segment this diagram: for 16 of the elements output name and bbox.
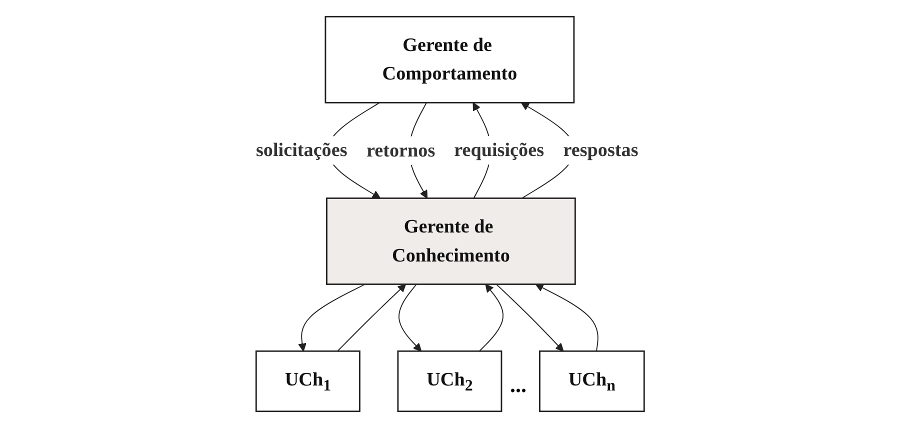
node-box: UCh$_{1}$ (256, 350, 361, 412)
edge-label: retornos (366, 140, 436, 162)
node-box: UCh$_{2}$ (398, 350, 503, 412)
ellipsis-text: ... (510, 372, 526, 397)
edge-label: respostas (564, 140, 639, 161)
arrow (298, 284, 366, 352)
node-box: UCh$_{n}$ (539, 350, 646, 412)
arrow (338, 284, 407, 352)
edge-label: requisições (454, 140, 544, 161)
arrow (496, 284, 564, 352)
arrow (398, 284, 422, 352)
node-box: Gerente de Conhecimento (326, 198, 576, 285)
node-box: Gerente de Comportamento (325, 16, 576, 104)
edge-label: solicitações (256, 140, 348, 161)
arrow (536, 284, 599, 352)
arrow (479, 284, 504, 352)
